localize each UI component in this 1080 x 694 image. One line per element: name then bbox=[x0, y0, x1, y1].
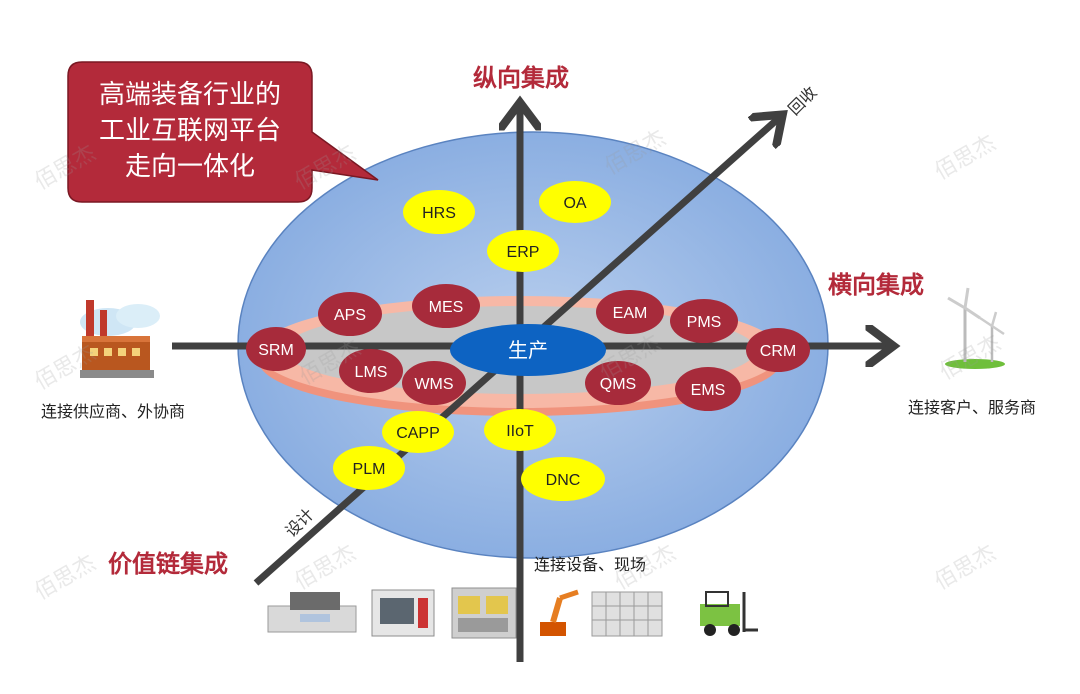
machining-center-image bbox=[371, 589, 435, 637]
watermark-text: 佰思杰 bbox=[31, 551, 101, 606]
cnc-router-image bbox=[267, 592, 357, 633]
storage-rack-image bbox=[591, 591, 663, 637]
watermark-text: 佰思杰 bbox=[31, 341, 101, 396]
yellow-node-dnc: DNC bbox=[521, 457, 605, 501]
yellow-node-label: PLM bbox=[353, 461, 386, 478]
yellow-node-label: IIoT bbox=[506, 423, 534, 440]
callout-line-1: 高端装备行业的 bbox=[99, 80, 281, 110]
production-center: 生产 bbox=[450, 324, 606, 376]
yellow-node-label: OA bbox=[563, 195, 586, 212]
red-node-ems: EMS bbox=[675, 367, 741, 411]
customer-label: 连接客户、服务商 bbox=[908, 398, 1036, 417]
production-line-image bbox=[451, 587, 517, 639]
red-node-label: QMS bbox=[600, 376, 636, 393]
red-node-label: SRM bbox=[258, 342, 294, 359]
yellow-node-erp: ERP bbox=[487, 230, 559, 272]
yellow-node-iiot: IIoT bbox=[484, 409, 556, 451]
forklift-image bbox=[700, 591, 758, 636]
production-label: 生产 bbox=[508, 338, 548, 362]
red-node-label: APS bbox=[334, 307, 366, 324]
yellow-node-label: HRS bbox=[422, 205, 456, 222]
red-node-qms: QMS bbox=[585, 361, 651, 405]
supplier-label: 连接供应商、外协商 bbox=[41, 402, 185, 421]
yellow-node-oa: OA bbox=[539, 181, 611, 223]
red-node-mes: MES bbox=[412, 284, 480, 328]
red-node-label: LMS bbox=[355, 364, 388, 381]
yellow-node-hrs: HRS bbox=[403, 190, 475, 234]
watermark-text: 佰思杰 bbox=[291, 541, 361, 596]
watermark-text: 佰思杰 bbox=[931, 541, 1001, 596]
red-node-crm: CRM bbox=[746, 328, 810, 372]
red-node-label: EAM bbox=[613, 305, 648, 322]
red-node-label: PMS bbox=[687, 314, 722, 331]
watermark-text: 佰思杰 bbox=[936, 331, 1006, 386]
industrial-robot-image bbox=[540, 589, 579, 636]
equipment-label: 连接设备、现场 bbox=[534, 555, 646, 574]
callout-line-2: 工业互联网平台 bbox=[99, 116, 281, 146]
yellow-node-label: CAPP bbox=[396, 425, 440, 442]
red-node-label: MES bbox=[429, 299, 464, 316]
watermark-text: 佰思杰 bbox=[931, 131, 1001, 186]
value-chain-integration-title: 价值链集成 bbox=[108, 550, 228, 578]
yellow-node-capp: CAPP bbox=[382, 411, 454, 453]
red-node-lms: LMS bbox=[339, 349, 403, 393]
red-node-aps: APS bbox=[318, 292, 382, 336]
wind-turbine-icon bbox=[945, 287, 1005, 369]
yellow-node-plm: PLM bbox=[333, 446, 405, 490]
red-node-eam: EAM bbox=[596, 290, 664, 334]
callout-line-3: 走向一体化 bbox=[125, 152, 255, 182]
red-node-srm: SRM bbox=[246, 327, 306, 371]
callout-bubble: 高端装备行业的 工业互联网平台 走向一体化 bbox=[67, 61, 379, 203]
vertical-integration-title: 纵向集成 bbox=[473, 64, 569, 92]
red-node-label: CRM bbox=[760, 343, 796, 360]
factory-icon bbox=[80, 300, 160, 378]
recycle-label: 回收 bbox=[784, 83, 820, 119]
yellow-node-label: ERP bbox=[507, 244, 540, 261]
red-node-label: EMS bbox=[691, 382, 726, 399]
horizontal-integration-title: 横向集成 bbox=[828, 271, 924, 299]
red-node-pms: PMS bbox=[670, 299, 738, 343]
red-node-wms: WMS bbox=[402, 361, 466, 405]
red-node-label: WMS bbox=[414, 376, 453, 393]
yellow-node-label: DNC bbox=[546, 472, 581, 489]
